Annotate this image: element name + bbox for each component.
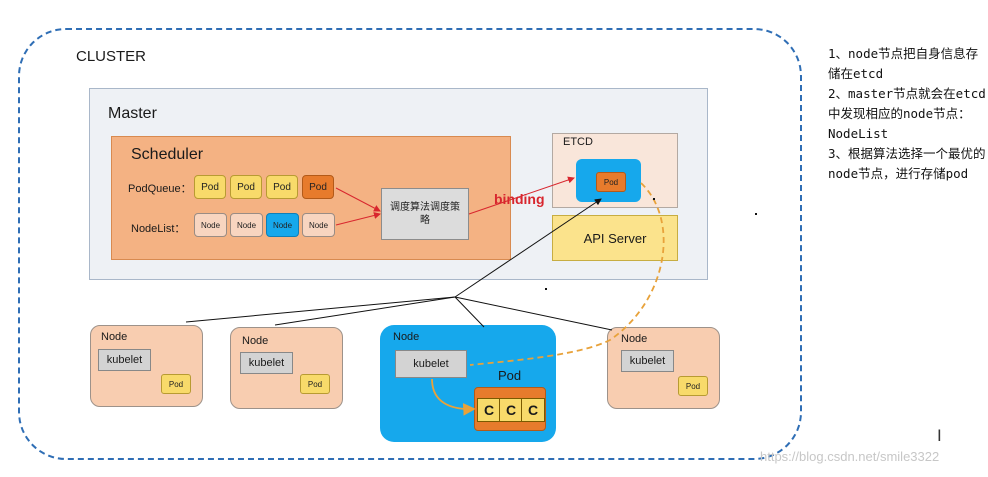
binding-label: binding <box>494 191 545 207</box>
node-fanout-line <box>454 296 485 328</box>
nodelist-node-selected: Node <box>266 213 299 237</box>
kubelet-to-pod-arrow <box>431 378 476 416</box>
kubelet-box: kubelet <box>98 349 151 371</box>
node-fanout-line <box>454 296 613 331</box>
scheduling-algorithm-label: 调度算法调度策略 <box>390 202 460 226</box>
kubelet-box: kubelet <box>621 350 674 372</box>
node-label: Node <box>242 335 269 347</box>
watermark: https://blog.csdn.net/smile3322 <box>760 449 940 464</box>
node-list-label: NodeList： <box>131 223 186 235</box>
etcd-to-kubelet-dashed <box>469 182 665 366</box>
node-to-etcd-line <box>454 198 602 298</box>
binding-arrow <box>468 176 575 215</box>
api-server-box: API Server <box>552 215 678 261</box>
nodelist-node: Node <box>194 213 227 237</box>
queue-pod: Pod <box>194 175 226 199</box>
note-item: 2、master节点就会在etcd中发现相应的node节点：NodeList <box>828 86 986 141</box>
container: C <box>499 398 523 422</box>
kubelet-box: kubelet <box>395 350 467 378</box>
nodelist-node: Node <box>230 213 263 237</box>
api-server-label: API Server <box>583 230 647 246</box>
pod-queue-label: PodQueue： <box>128 183 192 195</box>
container: C <box>521 398 545 422</box>
nodelist-to-algorithm-arrow <box>335 212 381 226</box>
note-item: 1、node节点把自身信息存储在etcd <box>828 46 979 81</box>
container: C <box>477 398 501 422</box>
node-label: Node <box>101 331 128 343</box>
etcd-label: ETCD <box>563 136 593 148</box>
node-pod: Pod <box>300 374 330 394</box>
etcd-pod: Pod <box>596 172 626 192</box>
node-fanout-line <box>274 296 456 326</box>
cluster-boundary <box>18 28 802 460</box>
node-label: Node <box>393 331 420 343</box>
scheduling-algorithm-box: 调度算法调度策略 <box>381 188 469 240</box>
scheduler-label: Scheduler <box>131 146 204 163</box>
node-pod: Pod <box>678 376 708 396</box>
queue-pod: Pod <box>230 175 262 199</box>
cluster-label: CLUSTER <box>76 48 147 65</box>
node-fanout-line <box>185 296 456 323</box>
note-item: 3、根据算法选择一个最优的node节点，进行存储pod <box>828 146 986 181</box>
notes-panel: 1、node节点把自身信息存储在etcd 2、master节点就会在etcd中发… <box>828 44 986 184</box>
pod-label: Pod <box>498 368 522 383</box>
text-cursor-icon: Ⅰ <box>937 428 942 445</box>
queue-pod: Pod <box>266 175 298 199</box>
queue-pod-current: Pod <box>302 175 334 199</box>
master-label: Master <box>108 105 157 122</box>
nodelist-node: Node <box>302 213 335 237</box>
node-label: Node <box>621 333 648 345</box>
kubelet-box: kubelet <box>240 352 293 374</box>
queue-to-algorithm-arrow <box>335 187 381 212</box>
node-pod: Pod <box>161 374 191 394</box>
